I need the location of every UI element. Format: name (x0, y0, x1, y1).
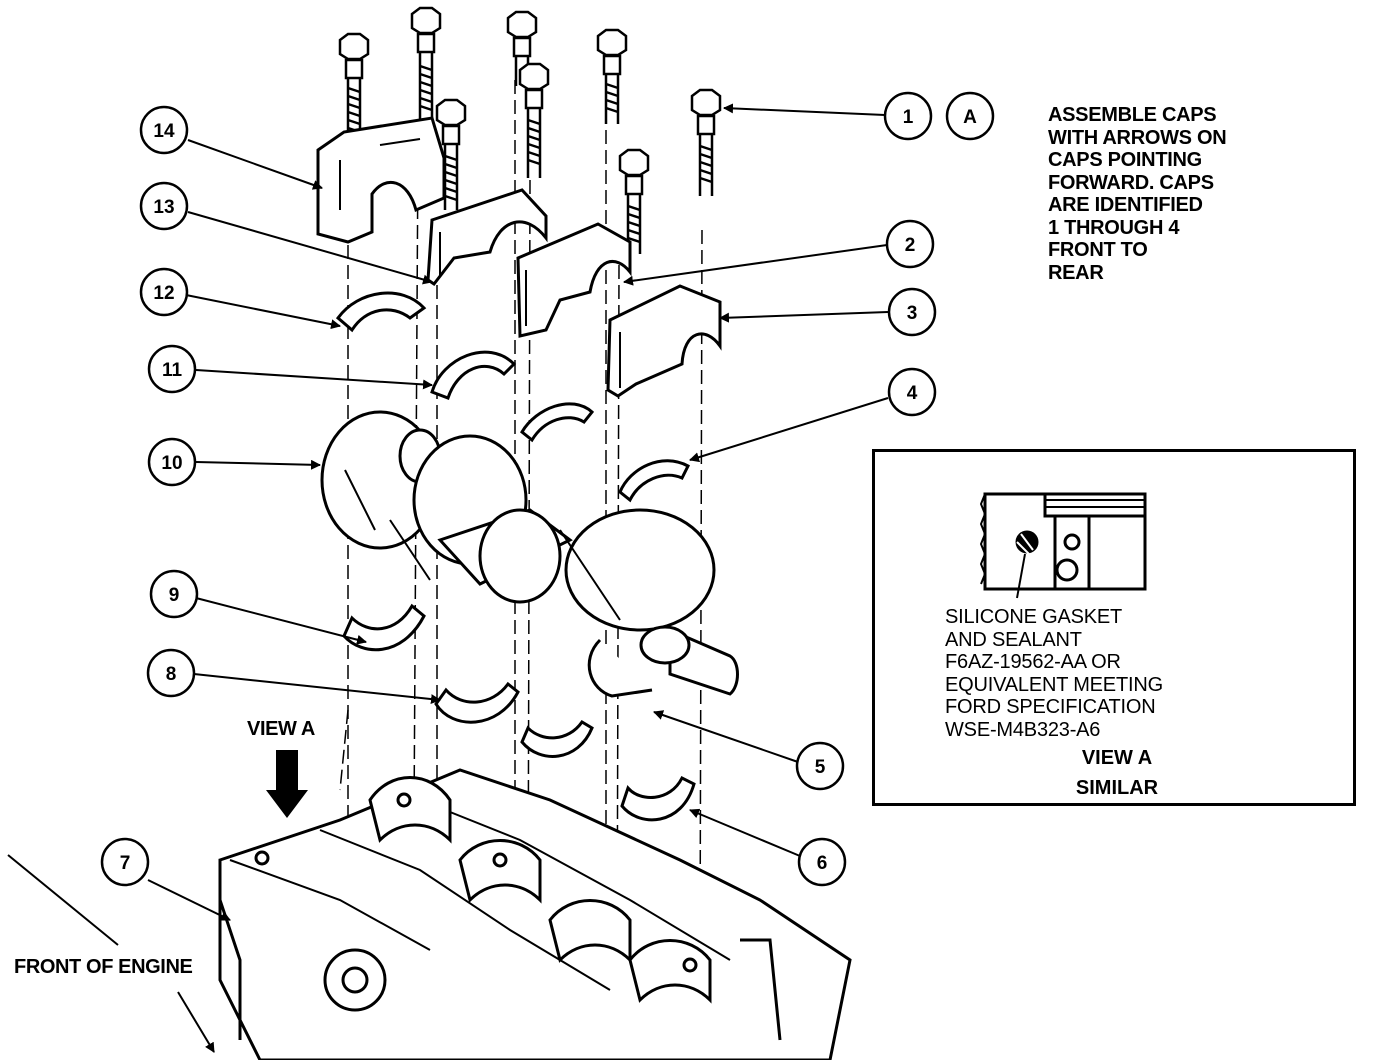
callout-number: 2 (905, 235, 916, 256)
bearing-cap-1 (316, 116, 446, 244)
bolt-icon (410, 6, 442, 122)
view-a-detail-box: SILICONE GASKET AND SEALANT F6AZ-19562-A… (872, 449, 1356, 806)
note-line: ASSEMBLE CAPS (1048, 104, 1217, 126)
bearing-cap-2 (426, 188, 548, 287)
similar-caption: SIMILAR (1075, 777, 1159, 799)
upper-shell (430, 350, 517, 400)
note-line: REAR (1048, 261, 1104, 284)
callout-12: 12 (139, 267, 189, 317)
upper-shell (618, 459, 690, 503)
callout-number: 14 (153, 121, 175, 142)
note-line: 1 THROUGH 4 (1048, 216, 1180, 239)
callout-number: 3 (907, 303, 918, 324)
note-line: FRONT TO (1048, 239, 1148, 261)
front-of-engine-arrow (7, 854, 215, 1053)
bolt-icon (690, 88, 722, 196)
view-a-arrow (266, 750, 308, 818)
callout-number: 12 (153, 283, 174, 304)
view-a-marker: A (945, 91, 995, 141)
bolt-icon (338, 32, 370, 138)
bolt-icon (618, 148, 650, 254)
sealant-specification: SILICONE GASKET AND SEALANT F6AZ-19562-A… (945, 606, 1245, 741)
callout-10: 10 (147, 437, 197, 487)
upper-shell (520, 402, 595, 443)
spec-line: EQUIVALENT MEETING (945, 673, 1163, 696)
note-line: ARE IDENTIFIED (1048, 194, 1203, 216)
note-line: WITH ARROWS ON (1048, 126, 1227, 149)
callout-9: 9 (149, 569, 199, 619)
callout-number: 4 (907, 383, 918, 404)
front-of-engine-label: FRONT OF ENGINE (14, 956, 193, 978)
bearing-cap-4 (606, 284, 722, 398)
bolt-icon (518, 62, 550, 178)
leader-lines (147, 103, 889, 921)
view-marker-letter: A (963, 107, 977, 128)
callout-number: 7 (120, 853, 131, 874)
bearing-cap-3 (516, 222, 632, 338)
view-a-label: VIEW A (247, 718, 315, 740)
callout-number: 8 (166, 664, 177, 685)
callout-3: 3 (887, 287, 937, 337)
bearing-caps (316, 116, 722, 398)
callout-7: 7 (100, 837, 150, 887)
lower-shell (342, 603, 426, 652)
callout-13: 13 (139, 181, 189, 231)
callout-number: 1 (903, 107, 914, 128)
spec-line: F6AZ-19562-AA OR (945, 651, 1121, 673)
note-line: FORWARD. CAPS (1048, 171, 1214, 194)
callout-number: 13 (153, 197, 174, 218)
note-line: CAPS POINTING (1048, 149, 1202, 171)
spec-line: FORD SPECIFICATION (945, 696, 1156, 718)
spec-line: WSE-M4B323-A6 (945, 718, 1101, 741)
callout-number: 5 (815, 757, 826, 778)
lower-shell (620, 775, 696, 822)
callout-number: 10 (161, 453, 182, 474)
spec-line: AND SEALANT (945, 628, 1082, 651)
callout-number: 11 (162, 360, 183, 381)
callout-2: 2 (885, 219, 935, 269)
spec-line: SILICONE GASKET (945, 606, 1123, 628)
view-a-caption: VIEW A (1081, 747, 1153, 769)
crankshaft (320, 410, 739, 698)
callout-11: 11 (147, 344, 197, 394)
bolt-icon (506, 10, 538, 86)
callout-5: 5 (795, 741, 845, 791)
lower-shell (434, 681, 520, 724)
callouts: 1 A 2 3 4 5 6 7 8 9 10 11 12 13 14 (100, 91, 995, 887)
callout-8: 8 (146, 648, 196, 698)
upper-thrust-shell (335, 291, 427, 333)
bolt-icon (596, 28, 628, 124)
cap-bolts (338, 6, 722, 254)
callout-14: 14 (139, 105, 189, 155)
callout-number: 9 (169, 585, 180, 606)
sealant-detail-illustration (979, 492, 1147, 599)
callout-1: 1 (883, 91, 933, 141)
lower-shell (520, 719, 594, 758)
assembly-note: ASSEMBLE CAPS WITH ARROWS ON CAPS POINTI… (1048, 104, 1308, 284)
callout-6: 6 (797, 837, 847, 887)
engine-block (218, 768, 852, 1060)
callout-number: 6 (817, 853, 828, 874)
callout-4: 4 (887, 367, 937, 417)
